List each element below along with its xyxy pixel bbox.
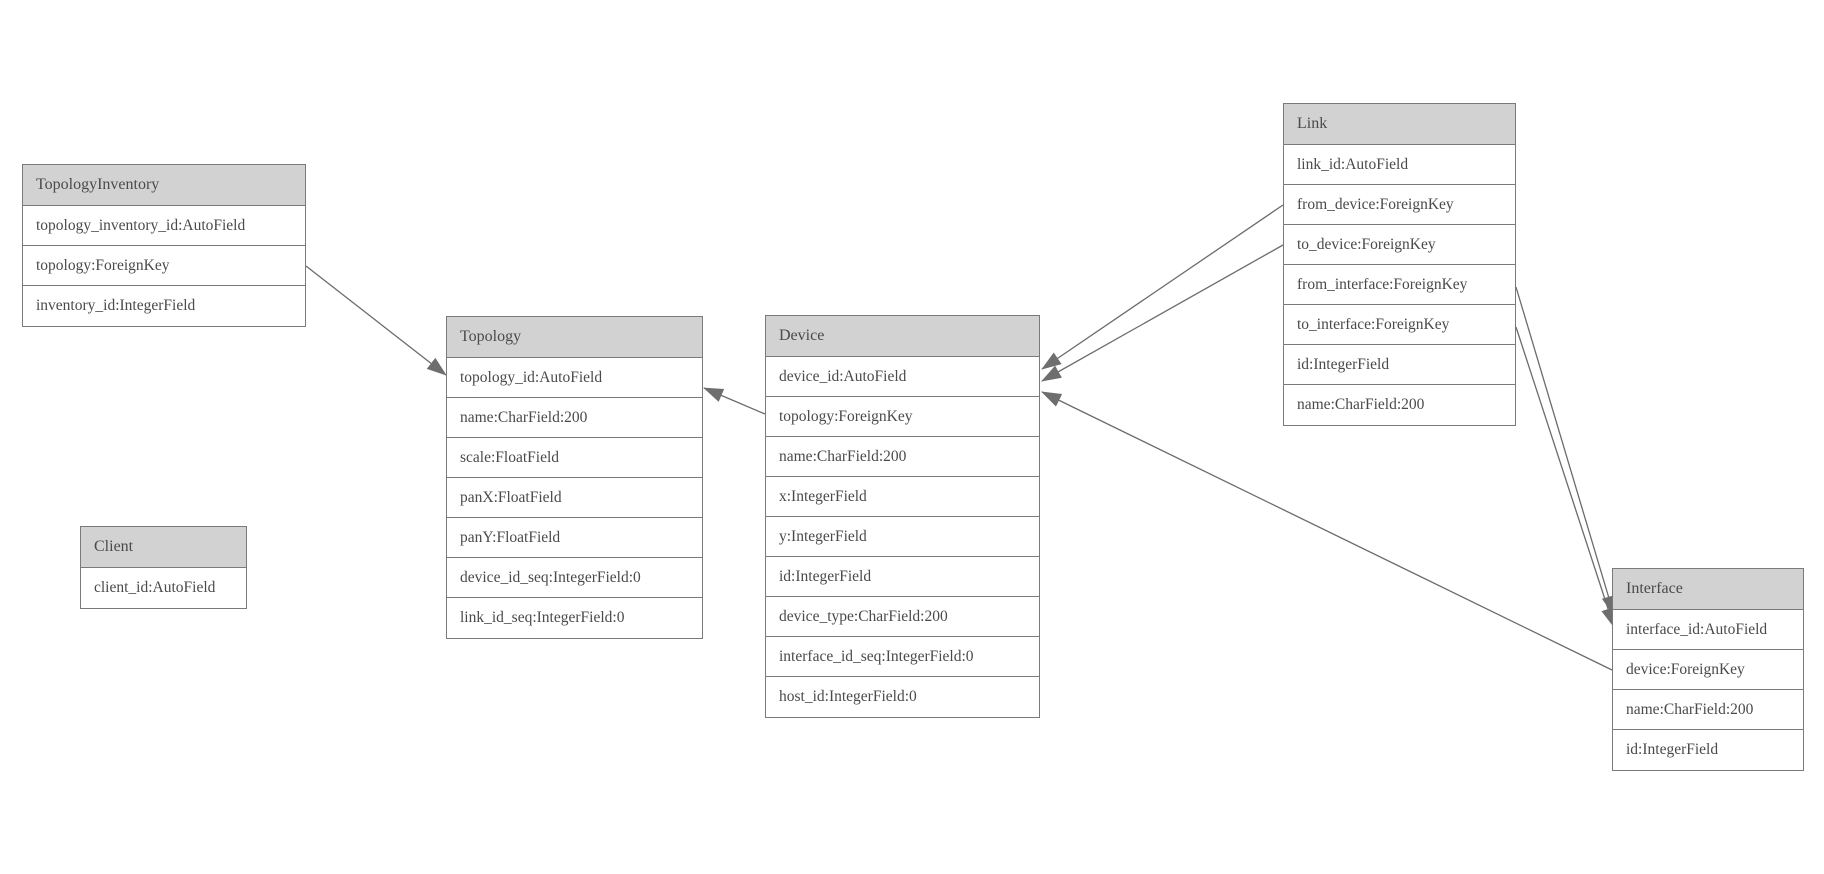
entity-table-topology: Topology topology_id:AutoField name:Char… [446,316,703,639]
entity-table-interface: Interface interface_id:AutoField device:… [1612,568,1804,771]
field-row: name:CharField:200 [1613,690,1803,730]
field-row: id:IntegerField [1613,730,1803,770]
table-header-topology: Topology [447,317,702,358]
field-row: link_id:AutoField [1284,145,1515,185]
field-row: topology:ForeignKey [23,246,305,286]
field-row: name:CharField:200 [447,398,702,438]
edge-device-topology [703,387,766,415]
field-row: inventory_id:IntegerField [23,286,305,326]
field-row: id:IntegerField [1284,345,1515,385]
field-row: device_id_seq:IntegerField:0 [447,558,702,598]
table-header-interface: Interface [1613,569,1803,610]
entity-table-device: Device device_id:AutoField topology:Fore… [765,315,1040,718]
field-row: panY:FloatField [447,518,702,558]
edge-link-frominterface-interface [1515,286,1616,616]
field-row: to_device:ForeignKey [1284,225,1515,265]
edge-link-fromdevice-device [1041,204,1284,370]
entity-table-client: Client client_id:AutoField [80,526,247,609]
table-header-link: Link [1284,104,1515,145]
field-row: y:IntegerField [766,517,1039,557]
field-row: from_device:ForeignKey [1284,185,1515,225]
field-row: interface_id_seq:IntegerField:0 [766,637,1039,677]
field-row: interface_id:AutoField [1613,610,1803,650]
edge-interface-device-device [1041,391,1613,671]
field-row: from_interface:ForeignKey [1284,265,1515,305]
entity-table-link: Link link_id:AutoField from_device:Forei… [1283,103,1516,426]
field-row: scale:FloatField [447,438,702,478]
field-row: x:IntegerField [766,477,1039,517]
field-row: host_id:IntegerField:0 [766,677,1039,717]
field-row: topology_id:AutoField [447,358,702,398]
field-row: device_type:CharField:200 [766,597,1039,637]
field-row: client_id:AutoField [81,568,246,608]
table-header-client: Client [81,527,246,568]
field-row: panX:FloatField [447,478,702,518]
edge-link-tointerface-interface [1515,326,1615,628]
field-row: device:ForeignKey [1613,650,1803,690]
field-row: link_id_seq:IntegerField:0 [447,598,702,638]
field-row: device_id:AutoField [766,357,1039,397]
table-header-topology-inventory: TopologyInventory [23,165,305,206]
field-row: name:CharField:200 [766,437,1039,477]
field-row: name:CharField:200 [1284,385,1515,425]
table-header-device: Device [766,316,1039,357]
edge-topologyinventory-topology [305,265,447,376]
field-row: topology_inventory_id:AutoField [23,206,305,246]
field-row: to_interface:ForeignKey [1284,305,1515,345]
edge-link-todevice-device [1041,244,1284,382]
entity-table-topology-inventory: TopologyInventory topology_inventory_id:… [22,164,306,327]
field-row: topology:ForeignKey [766,397,1039,437]
field-row: id:IntegerField [766,557,1039,597]
